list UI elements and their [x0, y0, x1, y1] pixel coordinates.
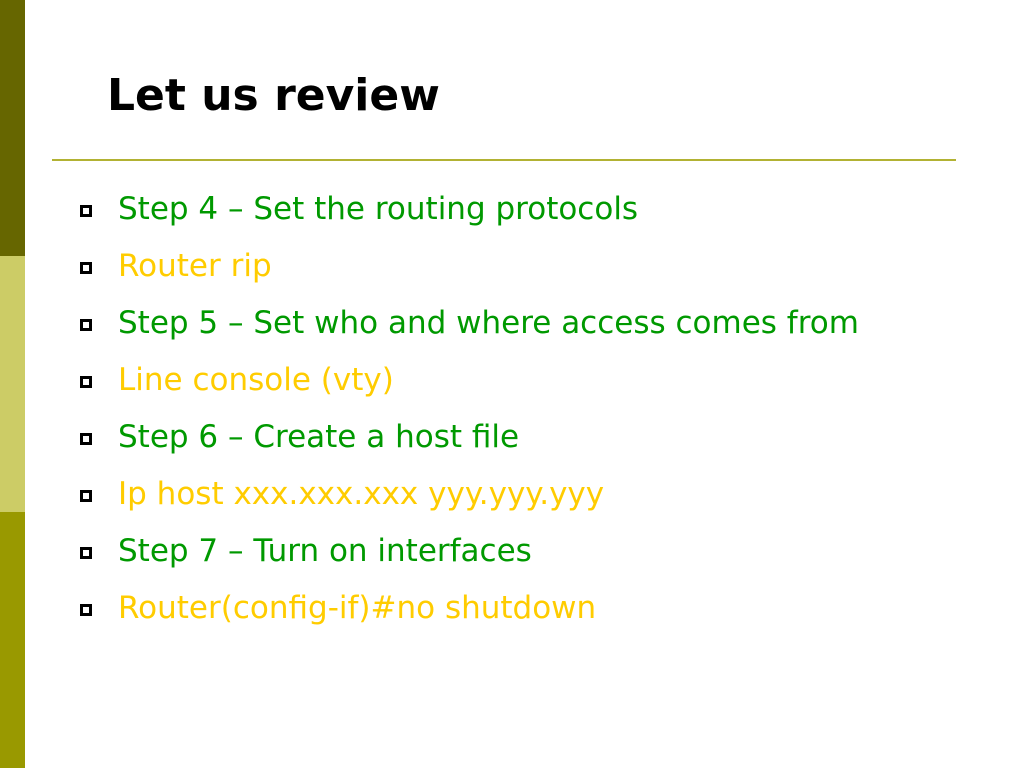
square-bullet-icon — [80, 376, 92, 388]
square-bullet-icon — [80, 547, 92, 559]
bullet-text: Router(config-if)#no shutdown — [118, 590, 597, 626]
sidebar-band-middle — [0, 256, 25, 512]
bullet-item: Step 5 – Set who and where access comes … — [80, 300, 860, 346]
bullet-text: Step 5 – Set who and where access comes … — [118, 305, 859, 341]
bullet-item: Router(config-if)#no shutdown — [80, 585, 860, 631]
bullet-item: Router rip — [80, 243, 860, 289]
bullet-item: Step 6 – Create a host file — [80, 414, 860, 460]
bullet-text: Step 4 – Set the routing protocols — [118, 191, 639, 227]
bullet-text: Step 6 – Create a host file — [118, 419, 520, 455]
bullet-text: Step 7 – Turn on interfaces — [118, 533, 532, 569]
bullet-item: Step 4 – Set the routing protocols — [80, 186, 860, 232]
bullet-item: Ip host xxx.xxx.xxx yyy.yyy.yyy — [80, 471, 860, 517]
square-bullet-icon — [80, 205, 92, 217]
bullet-text: Ip host xxx.xxx.xxx yyy.yyy.yyy — [118, 476, 605, 512]
sidebar-band-bottom — [0, 512, 25, 768]
sidebar-band-top — [0, 0, 25, 256]
bullet-text: Line console (vty) — [118, 362, 394, 398]
bullet-item: Step 7 – Turn on interfaces — [80, 528, 860, 574]
square-bullet-icon — [80, 262, 92, 274]
slide-title: Let us review — [107, 70, 440, 121]
sidebar-color-bar — [0, 0, 25, 768]
bullet-text: Router rip — [118, 248, 272, 284]
square-bullet-icon — [80, 433, 92, 445]
bullet-list: Step 4 – Set the routing protocols Route… — [80, 186, 860, 642]
square-bullet-icon — [80, 319, 92, 331]
bullet-item: Line console (vty) — [80, 357, 860, 403]
title-divider — [52, 159, 956, 161]
square-bullet-icon — [80, 490, 92, 502]
square-bullet-icon — [80, 604, 92, 616]
